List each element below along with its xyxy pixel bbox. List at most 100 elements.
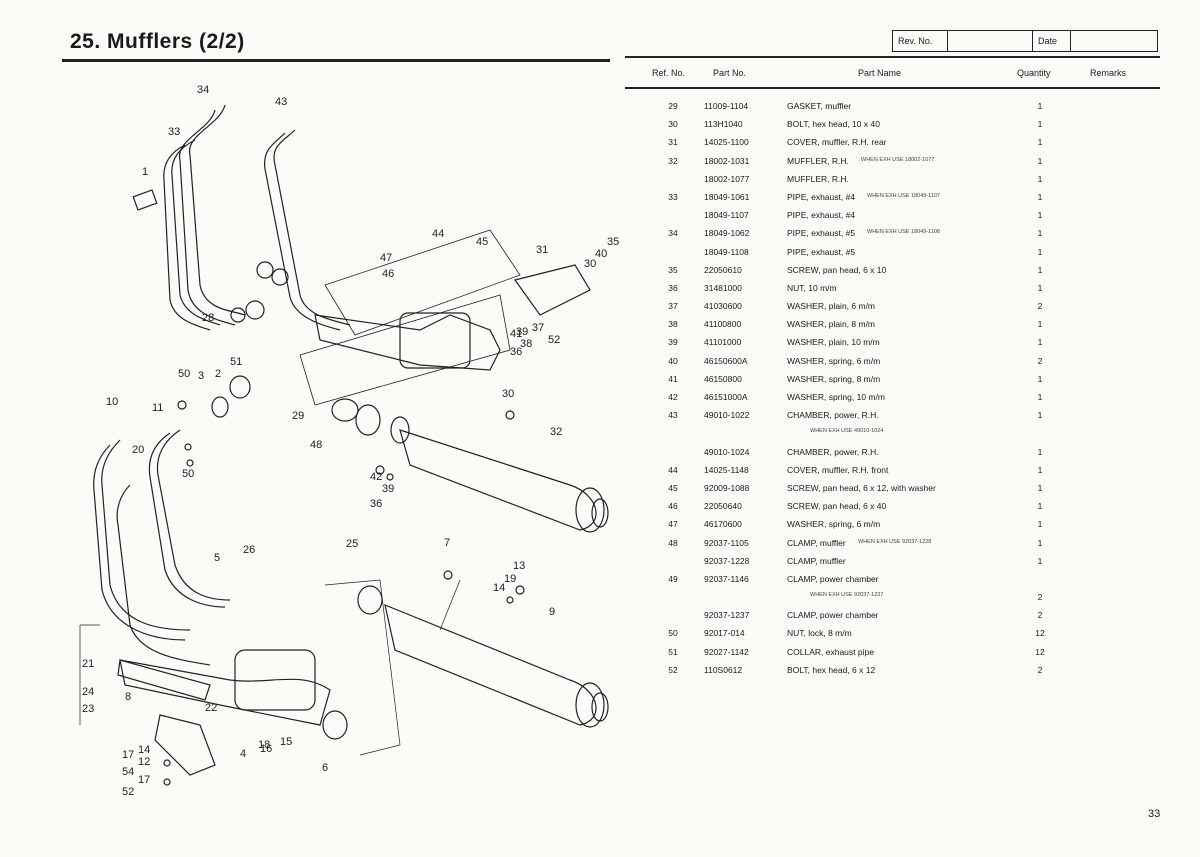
cell-ref: 35 bbox=[668, 264, 678, 275]
callout-label: 30 bbox=[584, 258, 596, 270]
callout-label: 7 bbox=[444, 537, 450, 549]
callout-label: 43 bbox=[275, 96, 287, 108]
callout-label: 25 bbox=[346, 538, 358, 550]
substitution-note: WHEN EXH USE 92037-1237 bbox=[810, 592, 884, 599]
cell-ref: 52 bbox=[668, 664, 678, 675]
cell-name: SCREW, pan head, 6 x 40 bbox=[787, 501, 887, 512]
cell-part: 92037-1237 bbox=[704, 610, 750, 621]
cell-name: COVER, muffler, R.H. front bbox=[787, 464, 889, 475]
cell-ref: 32 bbox=[668, 155, 678, 166]
cell-part: 22050640 bbox=[704, 501, 742, 512]
cell-part: 46170600 bbox=[704, 519, 742, 530]
title-rule bbox=[62, 59, 610, 62]
cell-name: CHAMBER, power, R.H. bbox=[787, 410, 879, 421]
col-ref: Ref. No. bbox=[652, 68, 686, 78]
cell-ref: 47 bbox=[668, 519, 678, 530]
cell-part: 41100800 bbox=[704, 319, 742, 330]
cell-part: 22050610 bbox=[704, 264, 742, 275]
col-qty: Quantity bbox=[1017, 68, 1051, 78]
cell-name: MUFFLER, R.H. bbox=[787, 173, 849, 184]
power-chamber-upper bbox=[314, 314, 501, 371]
cell-part: 41030600 bbox=[704, 301, 742, 312]
cell-ref: 38 bbox=[668, 319, 678, 330]
exhaust-pipe-34 bbox=[189, 104, 246, 316]
cell-qty: 1 bbox=[1037, 319, 1043, 330]
cell-ref: 37 bbox=[668, 301, 678, 312]
cell-qty: 2 bbox=[1037, 355, 1043, 366]
cell-qty: 1 bbox=[1037, 537, 1043, 548]
cell-qty: 1 bbox=[1037, 137, 1043, 148]
power-chamber-lower bbox=[119, 659, 331, 726]
cell-part: 46150800 bbox=[704, 373, 742, 384]
cell-note: WHEN EXH USE 18049-1108 bbox=[867, 229, 940, 236]
callout-label: 50 bbox=[178, 368, 190, 380]
cell-part: 46150600A bbox=[704, 355, 748, 366]
cell-name: COLLAR, exhaust pipe bbox=[787, 646, 874, 657]
revision-box: Rev. No. Date bbox=[892, 30, 1158, 52]
cell-qty: 1 bbox=[1037, 210, 1043, 221]
callout-label: 20 bbox=[132, 444, 144, 456]
date-value bbox=[1071, 31, 1157, 51]
cell-name: WASHER, spring, 8 m/m bbox=[787, 373, 881, 384]
callout-label: 33 bbox=[168, 126, 180, 138]
cell-qty: 2 bbox=[1037, 664, 1043, 675]
cell-qty: 1 bbox=[1037, 410, 1043, 421]
gasket-1 bbox=[132, 189, 158, 211]
cell-name: SCREW, pan head, 6 x 12, with washer bbox=[787, 482, 936, 493]
exhaust-pipe-43 bbox=[273, 129, 351, 326]
cell-name: CLAMP, power chamber bbox=[787, 610, 879, 621]
exhaust-pipe-11 bbox=[156, 429, 231, 601]
table-top-rule bbox=[625, 56, 1160, 58]
page-number: 33 bbox=[1148, 808, 1161, 820]
callout-label: 39 bbox=[382, 483, 394, 495]
callout-label: 26 bbox=[243, 544, 255, 556]
cell-qty: 1 bbox=[1037, 555, 1043, 566]
cell-ref: 49 bbox=[668, 573, 678, 584]
callout-label: 16 bbox=[260, 743, 272, 755]
cell-part: 11009-1104 bbox=[704, 101, 749, 111]
cell-ref: 51 bbox=[668, 646, 678, 657]
callout-label: 21 bbox=[82, 658, 94, 670]
callout-label: 18 bbox=[258, 739, 270, 751]
cell-qty: 1 bbox=[1037, 392, 1043, 402]
exhaust-pipe-10 bbox=[101, 439, 191, 631]
cell-part: 18002-1077 bbox=[704, 173, 750, 184]
cell-qty: 1 bbox=[1037, 282, 1043, 293]
cell-name: NUT, 10 m/m bbox=[787, 282, 837, 293]
substitution-note: WHEN EXH USE 49010-1024 bbox=[810, 428, 884, 435]
muffler-cover-lower bbox=[154, 714, 216, 776]
cell-ref: 34 bbox=[668, 228, 678, 239]
cell-part: 14025-1100 bbox=[704, 137, 749, 148]
cell-name: PIPE, exhaust, #4 bbox=[787, 191, 856, 202]
cell-name: COVER, muffler, R.H. rear bbox=[787, 137, 887, 148]
cell-part: 31481000 bbox=[704, 282, 742, 293]
callout-label: 28 bbox=[202, 312, 214, 324]
cell-ref: 30 bbox=[668, 119, 678, 130]
muffler-cover-31 bbox=[513, 264, 591, 316]
gasket-25 bbox=[357, 585, 383, 615]
callout-label: 36 bbox=[370, 498, 382, 510]
callout-label: 50 bbox=[182, 468, 194, 480]
callout-label: 52 bbox=[122, 786, 134, 798]
callout-label: 40 bbox=[595, 248, 607, 260]
gasket-6 bbox=[322, 710, 348, 740]
